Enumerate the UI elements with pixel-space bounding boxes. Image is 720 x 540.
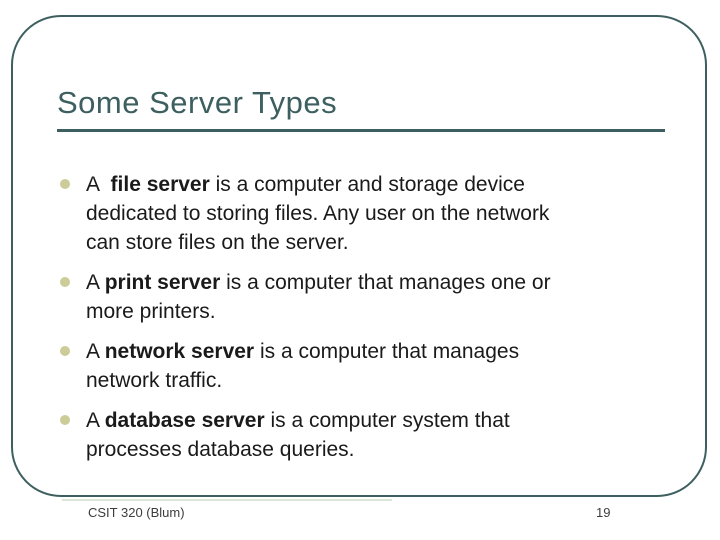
- bullet-marker-icon: [60, 277, 70, 287]
- bullet-item: A file server is a computer and storage …: [57, 170, 657, 257]
- bullet-list: A file server is a computer and storage …: [57, 170, 657, 475]
- bullet-marker-icon: [60, 346, 70, 356]
- slide-border-shadow-line: [62, 499, 392, 501]
- page-number: 19: [596, 505, 611, 520]
- bullet-text: A file server is a computer and storage …: [86, 173, 550, 254]
- title-underline: [57, 129, 665, 132]
- bullet-text: A network server is a computer that mana…: [86, 340, 520, 392]
- bullet-text: A database server is a computer system t…: [86, 409, 510, 461]
- footer-text: CSIT 320 (Blum): [88, 505, 185, 520]
- bullet-item: A database server is a computer system t…: [57, 406, 657, 464]
- slide-border-frame: [11, 15, 707, 497]
- bullet-item: A print server is a computer that manage…: [57, 268, 657, 326]
- bullet-item: A network server is a computer that mana…: [57, 337, 657, 395]
- bullet-text: A print server is a computer that manage…: [86, 271, 551, 323]
- bullet-marker-icon: [60, 415, 70, 425]
- bullet-marker-icon: [60, 179, 70, 189]
- slide-title: Some Server Types: [57, 85, 338, 120]
